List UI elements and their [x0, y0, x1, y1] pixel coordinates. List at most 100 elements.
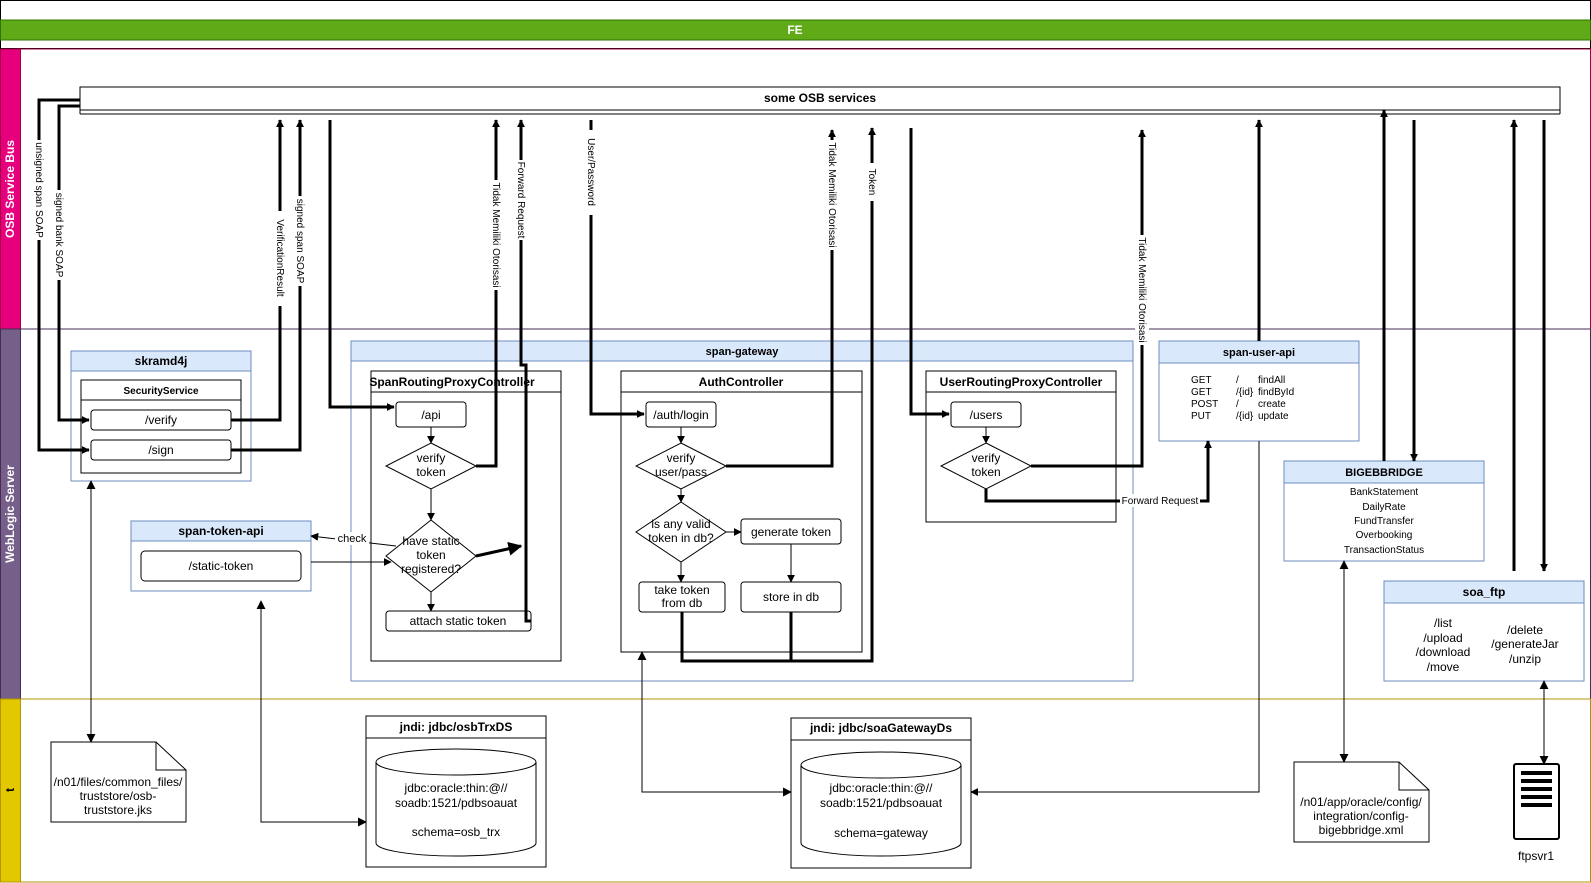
- endpoint-method: POST: [1191, 399, 1218, 410]
- lane-fe-label: FE: [787, 23, 802, 37]
- endpoint-path: /: [1236, 375, 1239, 386]
- link-token-api-osb-ds: [256, 600, 367, 827]
- label-check: check: [338, 533, 367, 545]
- link-gateway-ds: [637, 651, 792, 797]
- ds-osb-trx-url-1: jdbc:oracle:thin:@//: [404, 781, 509, 795]
- database-icon: [800, 751, 962, 857]
- ftp-server: ftpsvr1: [1513, 763, 1560, 863]
- span-routing-title: SpanRoutingProxyController: [369, 375, 535, 389]
- sign-endpoint-label: /sign: [148, 443, 173, 457]
- valid-token-label-2: token in db?: [648, 531, 714, 545]
- span-token-api-box: span-token-api /static-token: [130, 520, 312, 592]
- bigebbridge-item: FundTransfer: [1354, 516, 1414, 527]
- span-user-api-box: span-user-api GET / findAll GET /{id} fi…: [1158, 340, 1360, 442]
- endpoint-method: PUT: [1191, 411, 1211, 422]
- ds-soa-gateway: jndi: jdbc/soaGatewayDs jdbc:oracle:thin…: [790, 717, 972, 869]
- attach-static-token-label: attach static token: [410, 614, 507, 628]
- arrow-user-forward-request: [984, 440, 1212, 503]
- ds-osb-trx-schema: schema=osb_trx: [412, 825, 500, 839]
- api-endpoint-label: /api: [421, 408, 440, 422]
- span-gateway-title: span-gateway: [706, 346, 780, 358]
- arrow-unsigned-span-soap: [37, 98, 90, 454]
- truststore-path-3: truststore.jks: [84, 803, 152, 817]
- skramd4j-box: skramd4j SecurityService /verify /sign: [70, 350, 252, 482]
- lane-bottom-label: t: [3, 788, 17, 792]
- label-user-unauthorized: Tidak Memiliki Otorisasi: [1136, 237, 1147, 342]
- endpoint-op: findById: [1258, 387, 1294, 398]
- endpoint-path: /: [1236, 399, 1239, 410]
- bigebbridge-item: BankStatement: [1350, 487, 1419, 498]
- bigebbridge-item: TransactionStatus: [1344, 545, 1424, 556]
- soa-ftp-box: soa_ftp /list /upload /download /move /d…: [1383, 580, 1585, 682]
- arrow-osb-to-api: [328, 120, 395, 411]
- static-token-endpoint: [140, 550, 302, 582]
- label-auth-unauthorized: Tidak Memiliki Otorisasi: [826, 142, 837, 247]
- auth-controller-title: AuthController: [699, 375, 784, 389]
- auth-controller: AuthController /auth/login verify user/p…: [620, 370, 863, 653]
- user-verify-token-label-1: verify: [972, 451, 1001, 465]
- arrow-osb-to-users: [909, 128, 950, 418]
- lane-fe: FE: [0, 0, 1591, 49]
- endpoint-path: /{id}: [1236, 411, 1254, 422]
- soa-ftp-op: /move: [1427, 660, 1460, 674]
- span-user-api-endpoint-list: GET / findAll GET /{id} findById POST / …: [1191, 375, 1294, 422]
- user-verify-token-label-2: token: [971, 465, 1000, 479]
- auth-login-label: /auth/login: [653, 408, 708, 422]
- valid-token-label-1: is any valid: [651, 517, 710, 531]
- endpoint-op: findAll: [1258, 375, 1285, 386]
- label-user-password: User/Password: [585, 138, 596, 206]
- span-user-api-title: span-user-api: [1223, 347, 1295, 359]
- arrow-user-password: [589, 120, 645, 418]
- ds-osb-trx-title: jndi: jdbc/osbTrxDS: [399, 720, 513, 734]
- osb-services-label: some OSB services: [764, 91, 876, 105]
- bigeb-config-path-2: integration/config-: [1313, 809, 1408, 823]
- store-in-db-label: store in db: [763, 590, 819, 604]
- user-routing-title: UserRoutingProxyController: [940, 375, 1103, 389]
- static-token-decision-label-1: have static: [402, 534, 459, 548]
- skramd4j-title: skramd4j: [135, 354, 188, 368]
- server-icon: [1513, 763, 1560, 840]
- label-signed-span-soap: signed span SOAP: [294, 199, 305, 284]
- soa-ftp-op: /generateJar: [1491, 637, 1558, 651]
- verify-token-label-2: token: [416, 465, 445, 479]
- truststore-path-1: /n01/files/common_files/: [54, 775, 183, 789]
- ds-soa-gateway-url-2: soadb:1521/pdbsoauat: [820, 796, 943, 810]
- lane-weblogic-label: WebLogic Server: [3, 465, 17, 563]
- label-token: Token: [866, 169, 877, 196]
- osb-services-box: some OSB services: [79, 86, 1561, 115]
- static-token-decision-label-2: token: [416, 548, 445, 562]
- soa-ftp-op: /unzip: [1509, 652, 1541, 666]
- ds-soa-gateway-url-1: jdbc:oracle:thin:@//: [829, 781, 934, 795]
- bigeb-config-path-1: /n01/app/oracle/config/: [1300, 795, 1422, 809]
- bigebbridge-title: BIGEBBRIDGE: [1345, 467, 1423, 479]
- take-token-label-1: take token: [654, 583, 709, 597]
- soa-ftp-op: /delete: [1507, 623, 1543, 637]
- verify-user-label-2: user/pass: [655, 465, 707, 479]
- bigebbridge-item: DailyRate: [1362, 502, 1406, 513]
- lane-osb-label: OSB Service Bus: [3, 140, 17, 238]
- endpoint-op: create: [1258, 399, 1286, 410]
- connector-labels: unsigned span SOAP signed bank SOAP Veri…: [32, 130, 1200, 545]
- endpoint-path: /{id}: [1236, 387, 1254, 398]
- document-icon: [1293, 761, 1430, 843]
- bigebbridge-box: BIGEBBRIDGE BankStatement DailyRate Fund…: [1283, 460, 1485, 562]
- document-icon: [50, 741, 187, 823]
- endpoint-op: update: [1258, 411, 1289, 422]
- label-verification-result: VerificationResult: [274, 219, 285, 296]
- link-user-api-ds: [970, 441, 1260, 796]
- static-token-decision-label-3: registered?: [401, 562, 461, 576]
- truststore-path-2: truststore/osb-: [80, 789, 157, 803]
- span-token-api-title: span-token-api: [178, 524, 263, 538]
- ds-osb-trx-url-2: soadb:1521/pdbsoauat: [395, 796, 518, 810]
- soa-ftp-op: /upload: [1423, 631, 1462, 645]
- security-service-title: SecurityService: [123, 386, 198, 397]
- soa-ftp-op: /list: [1434, 616, 1453, 630]
- soa-ftp-title: soa_ftp: [1463, 585, 1506, 599]
- user-routing-controller: UserRoutingProxyController /users verify…: [925, 370, 1117, 523]
- bigeb-config-path-3: bigebbridge.xml: [1319, 823, 1404, 837]
- label-span-unauthorized: Tidak Memiliki Otorisasi: [490, 182, 501, 287]
- endpoint-method: GET: [1191, 387, 1212, 398]
- endpoint-method: GET: [1191, 375, 1212, 386]
- verify-endpoint-label: /verify: [145, 413, 177, 427]
